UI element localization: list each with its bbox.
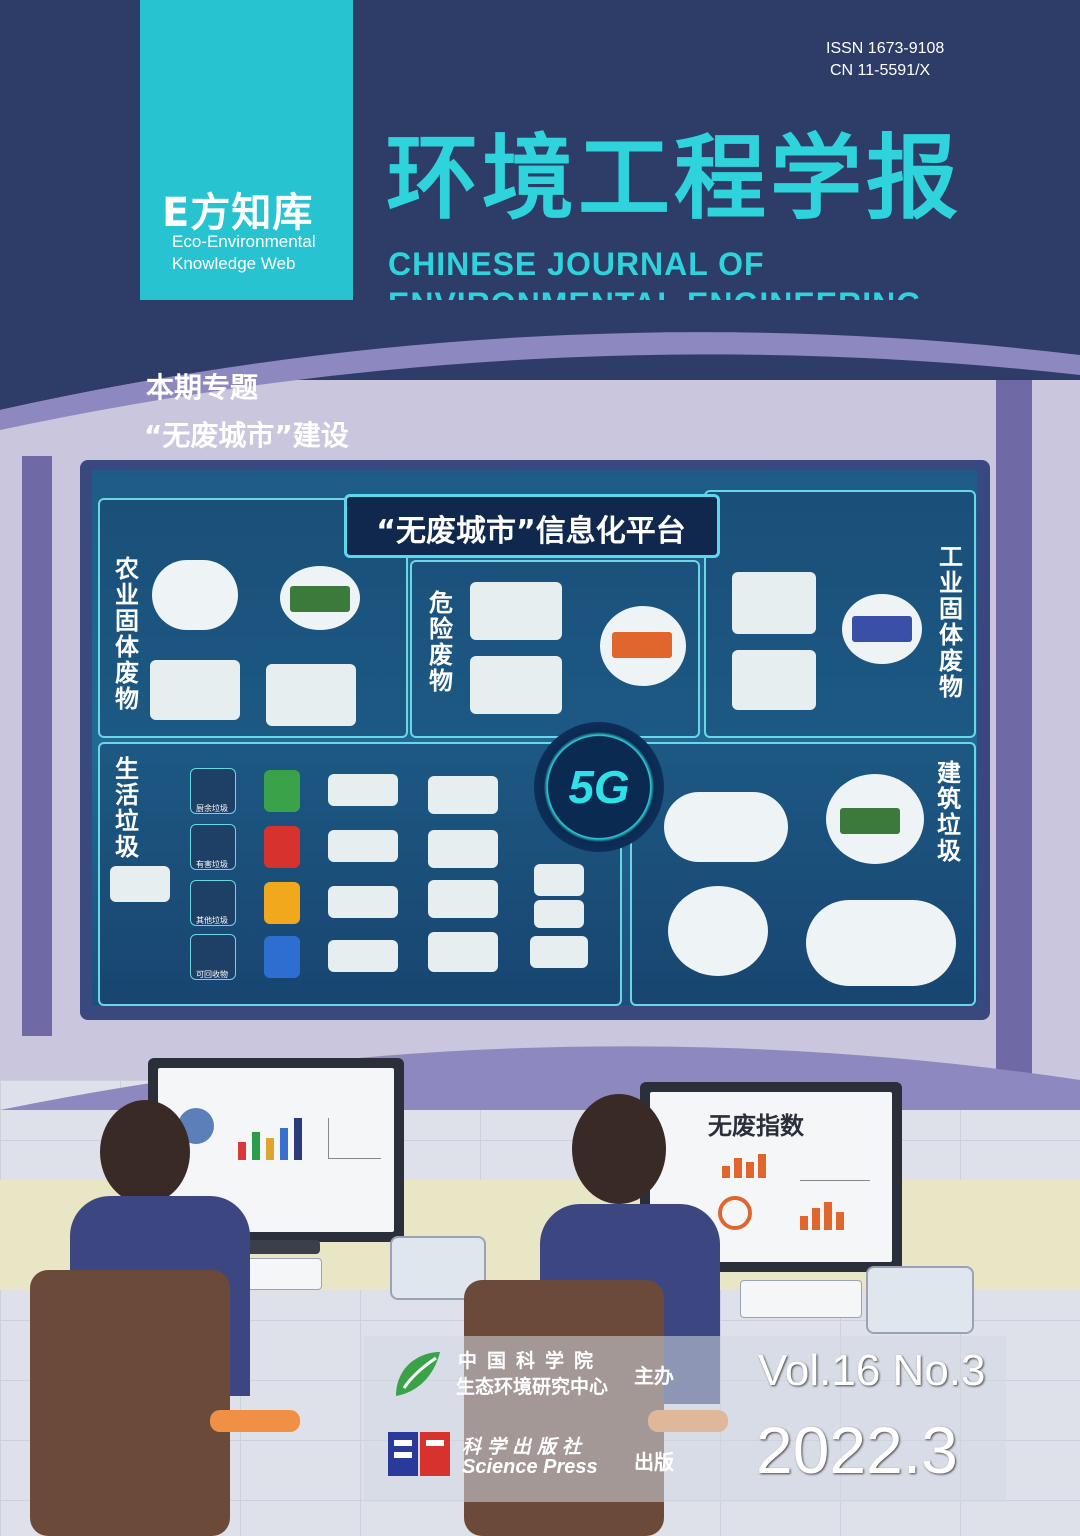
bin-caption-food: 厨余垃圾 (196, 804, 228, 813)
facility-6 (534, 900, 584, 928)
farm-illustration (152, 560, 238, 630)
topic-value: “无废城市”建设 (144, 419, 349, 452)
green-bin (264, 770, 300, 812)
bin-caption-hazardous: 有害垃圾 (196, 860, 228, 869)
facility-5 (534, 864, 584, 896)
cas-leaf-logo (396, 1352, 440, 1396)
bar-chart-icon (722, 1152, 784, 1178)
cas-name-line1: 中国科学院 (458, 1350, 604, 1372)
science-press-name-en: Science Press (462, 1456, 598, 1478)
category-agri: 农业固体废物 (115, 555, 139, 713)
facility-1 (428, 776, 498, 814)
yellow-bin (264, 882, 300, 924)
donut-chart-icon (718, 1196, 752, 1230)
plant-illustration (266, 664, 356, 726)
truck-icon (840, 808, 900, 834)
power-plant-illustration (732, 572, 816, 634)
journal-title-zh: 环境工程学报 (386, 125, 963, 232)
science-press-logo (388, 1432, 450, 1476)
monitor-left-stand (230, 1240, 320, 1254)
bar-chart-icon (238, 1112, 308, 1160)
category-domestic: 生活垃圾 (115, 755, 139, 861)
food-waste-icon (190, 768, 236, 814)
operator-left-head (100, 1100, 190, 1204)
publisher-panel (364, 1336, 1006, 1502)
garbage-truck-gray (328, 886, 398, 918)
platform-banner (344, 494, 720, 558)
brand-logo-tab: E方知库 Eco-Environmental Knowledge Web (140, 0, 353, 340)
truck-icon (852, 616, 912, 642)
left-pillar (22, 456, 52, 1036)
bin-caption-other: 其他垃圾 (196, 916, 228, 925)
truck-icon (290, 586, 350, 612)
line-chart-icon (800, 1152, 870, 1181)
bin-caption-recyclable: 可回收物 (196, 970, 228, 979)
recyclable-icon (190, 934, 236, 980)
facility-7 (530, 936, 588, 968)
hazardous-waste-icon (190, 824, 236, 870)
operator-right-head (572, 1094, 666, 1204)
cas-name-line2: 生态环境研究中心 (456, 1376, 609, 1398)
telephone-left (390, 1236, 486, 1300)
other-waste-icon (190, 880, 236, 926)
monitor-right (640, 1082, 902, 1272)
5g-label: 5G (568, 761, 630, 813)
facility-2 (428, 830, 498, 868)
ceiling-arc (0, 300, 1080, 430)
category-construction: 建筑垃圾 (937, 759, 961, 865)
chart-illustration (150, 660, 240, 720)
right-pillar (996, 380, 1032, 1100)
truck-icon (612, 632, 672, 658)
platform-title: “无废城市”信息化平台 (376, 514, 686, 549)
brand-name: E方知库 (162, 190, 314, 236)
keyboard-right (740, 1280, 862, 1318)
issue-date: 2022.3 (756, 1413, 958, 1487)
bins-illustration (110, 866, 170, 902)
factory-illustration-hazard (470, 582, 562, 640)
garbage-truck-brown (328, 830, 398, 862)
facility-3 (428, 880, 498, 918)
brand-name-en-line1: Eco-Environmental (172, 232, 316, 251)
telephone-right (866, 1266, 974, 1334)
red-bin (264, 826, 300, 868)
sponsor-label: 主办 (634, 1364, 674, 1388)
science-press-name-zh: 科学出版社 (462, 1436, 588, 1458)
cooling-tower-illustration (732, 650, 816, 710)
publisher-label: 出版 (634, 1450, 674, 1474)
blue-bin (264, 936, 300, 978)
demolition-illustration (664, 792, 788, 862)
category-hazard: 危险废物 (429, 589, 453, 695)
5g-badge (534, 722, 664, 852)
volume-number: Vol.16 No.3 (758, 1346, 986, 1395)
recycling-machine-illustration (806, 900, 956, 986)
journal-title-en-line1: CHINESE JOURNAL OF (388, 246, 765, 282)
monitor-right-title: 无废指数 (708, 1112, 804, 1140)
chair-left-arm (210, 1410, 300, 1432)
garbage-truck-green (328, 774, 398, 806)
facility-illustration-hazard (470, 656, 562, 714)
bar-chart-icon (800, 1200, 860, 1230)
bricks-illustration (668, 886, 768, 976)
line-chart-icon (328, 1118, 381, 1159)
category-industrial: 工业固体废物 (939, 543, 963, 701)
garbage-truck-blue (328, 940, 398, 972)
chair-left (30, 1270, 230, 1536)
issn-number: ISSN 1673-9108 (826, 40, 945, 57)
facility-4 (428, 932, 498, 972)
topic-label: 本期专题 (146, 371, 259, 404)
cn-number: CN 11-5591/X (830, 62, 931, 79)
brand-name-en-line2: Knowledge Web (172, 254, 296, 273)
